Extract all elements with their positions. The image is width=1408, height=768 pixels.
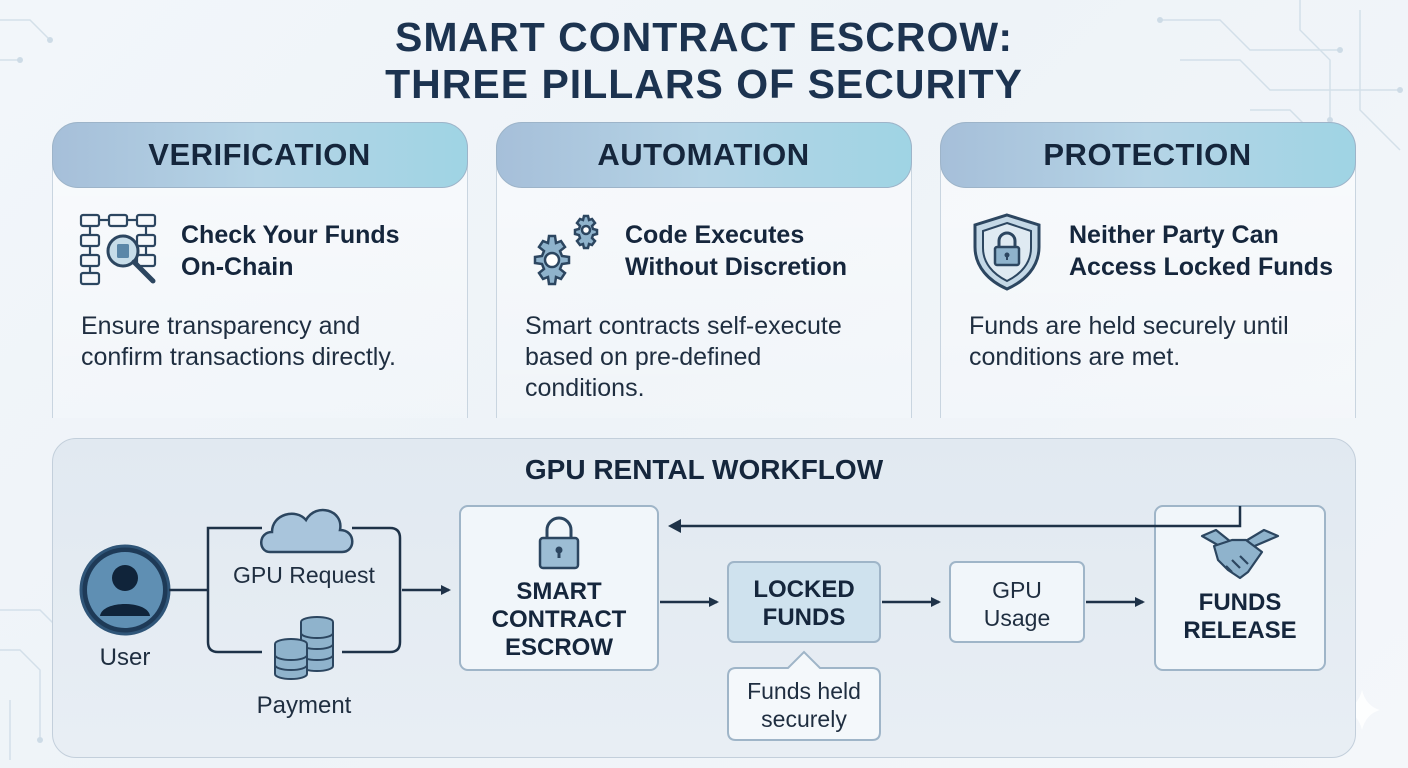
pillar-description: Funds are held securely until conditions…	[969, 312, 1289, 371]
pillar-heading: PROTECTION	[939, 121, 1356, 188]
gpu-usage-label: GPU Usage	[983, 577, 1051, 631]
coins-icon	[274, 616, 334, 680]
user-avatar-icon	[79, 544, 171, 636]
title-line-2: THREE PILLARS OF SECURITY	[385, 61, 1023, 107]
workflow-title: GPU RENTAL WORKFLOW	[524, 454, 884, 485]
return-arrow	[680, 506, 1242, 528]
escrow-label: SMART CONTRACT ESCROW	[491, 578, 627, 661]
blockchain-magnifier-icon	[79, 213, 157, 286]
pillar-automation: AUTOMATION Code Executes Without Discret…	[495, 121, 912, 418]
pillar-subheading: Code Executes Without Discretion	[625, 221, 847, 281]
shield-lock-icon	[973, 213, 1041, 291]
pillar-description: Smart contracts self-execute based on pr…	[525, 312, 842, 402]
locked-funds-label: LOCKED FUNDS	[753, 576, 855, 631]
return-arrowhead	[668, 519, 681, 533]
pillar-heading: VERIFICATION	[51, 121, 468, 188]
title-line-1: SMART CONTRACT ESCROW:	[395, 14, 1013, 60]
escrow-box	[459, 505, 659, 671]
handshake-icon	[1200, 528, 1280, 580]
funds-held-label: Funds held securely	[747, 678, 861, 732]
gpu-usage-box	[949, 561, 1085, 643]
gears-icon	[533, 214, 599, 286]
funds-held-callout	[727, 650, 881, 741]
pillar-heading: AUTOMATION	[495, 121, 912, 188]
page-title: SMART CONTRACT ESCROW: THREE PILLARS OF …	[0, 14, 1408, 108]
request-bracket	[206, 526, 402, 654]
funds-release-box	[1154, 505, 1326, 671]
cloud-icon	[260, 508, 354, 554]
user-label: User	[99, 644, 151, 671]
padlock-icon	[538, 516, 580, 570]
pillar-subheading: Check Your Funds On-Chain	[181, 221, 400, 281]
pillar-protection: PROTECTION Neither Party Can Access Lock…	[939, 121, 1356, 418]
payment-label: Payment	[256, 692, 352, 719]
gpu-request-label: GPU Request	[233, 562, 375, 588]
funds-release-label: FUNDS RELEASE	[1183, 589, 1297, 644]
pillar-description: Ensure transparency and confirm transact…	[81, 312, 396, 371]
locked-funds-box	[727, 561, 881, 643]
pillar-subheading: Neither Party Can Access Locked Funds	[1069, 221, 1333, 281]
pillar-verification: VERIFICATION Check Your Funds On-Chain E…	[51, 121, 468, 418]
